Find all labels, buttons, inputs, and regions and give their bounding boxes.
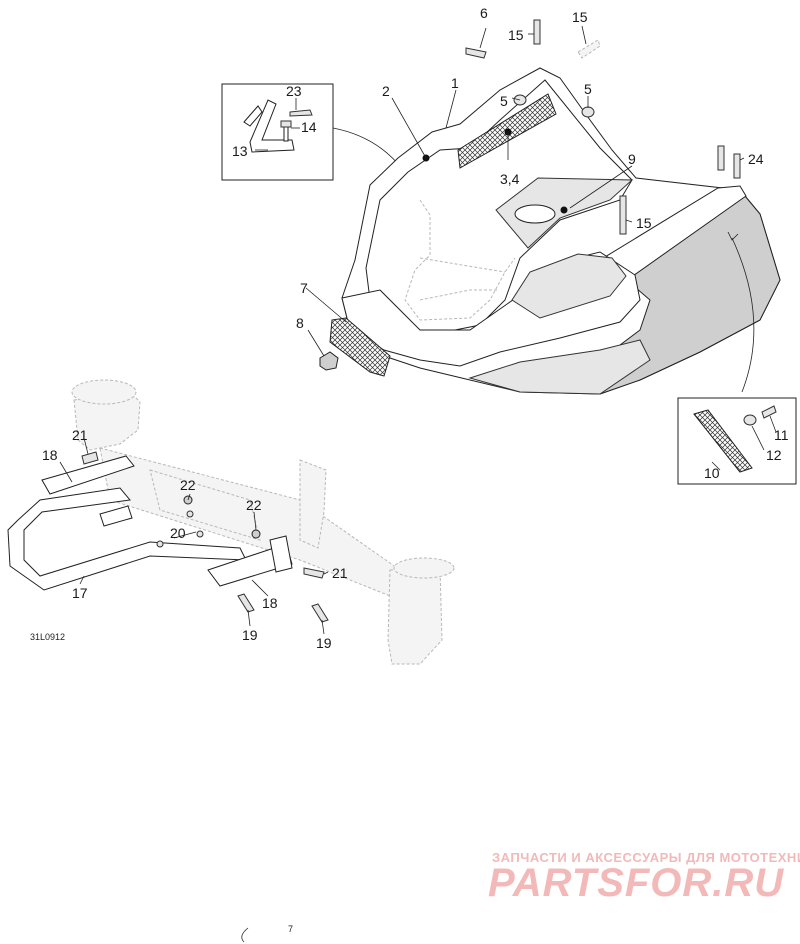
callout-21-right: 21 [332,565,348,581]
rivet-15-top [533,19,541,45]
callout-18-left: 18 [42,447,58,463]
drawing-code: 31L0912 [30,632,65,642]
bracket-18-left [41,455,135,495]
leader-hood-to-detail-right [731,237,755,393]
bracket-18-right [207,543,293,587]
bolt-14-head [280,120,292,128]
mesh-panel-10-frame [693,413,741,473]
callout-2: 2 [382,83,390,99]
callout-12: 12 [766,447,782,463]
detail-box-bracket [221,83,334,181]
frame-ghost-bracket [299,459,327,549]
rivet-15-topright [577,39,601,59]
marker-dot-9 [560,206,568,214]
callout-23: 23 [286,83,302,99]
callout-22-right: 22 [246,497,262,513]
bolt-11 [761,405,777,419]
callout-5-left: 5 [500,93,508,109]
bolt-21-right [303,567,325,579]
bracket-part-13 [249,99,295,153]
callout-9: 9 [628,151,636,167]
bumper-17 [7,487,247,591]
callout-6: 6 [480,5,488,21]
callout-15-topright: 15 [572,9,588,25]
callout-1: 1 [451,75,459,91]
bracket-part-13-tab [243,105,263,127]
nut-20-b [196,530,204,538]
callout-15-top: 15 [508,27,524,43]
hood-drain-hole [514,204,556,224]
hood-lower-lip [468,339,651,395]
callout-21-left: 21 [72,427,88,443]
footer-mark: 7 [288,924,293,934]
frame-ghost-right-tube [387,567,443,665]
callout-7: 7 [300,280,308,296]
vent-mesh-7 [329,317,391,377]
callout-19-right: 19 [316,635,332,651]
callout-13: 13 [232,143,248,159]
callout-5-right: 5 [584,81,592,97]
bolt-19-right [311,603,329,623]
nut-20-a [156,540,164,548]
callout-24: 24 [748,151,764,167]
bolt-24-b [733,153,741,179]
bolt-19-left [237,593,255,613]
callout-19-left: 19 [242,627,258,643]
watermark-logo: PARTSFOR.RU [488,861,784,905]
nut-22-right [251,529,261,539]
callout-15-right: 15 [636,215,652,231]
watermark-tagline: ЗАПЧАСТИ И АКСЕССУАРЫ ДЛЯ МОТОТЕХНИКИ [492,850,800,865]
rivet-15-right [619,195,627,235]
bolt-24-a [717,145,725,171]
callout-8: 8 [296,315,304,331]
callout-22-left: 22 [180,477,196,493]
bumper-17-stub [99,505,133,527]
bolt-21-left [81,451,99,465]
callout-3-4: 3,4 [500,171,520,187]
footer-stroke [241,927,249,943]
callout-20: 20 [170,525,186,541]
rivet-23 [289,109,313,117]
hood-handle [511,253,627,319]
callout-17: 17 [72,585,88,601]
callout-10: 10 [704,465,720,481]
callout-14: 14 [301,119,317,135]
nut-8 [319,351,339,371]
washer-12 [743,414,757,426]
washer-5-right [581,106,595,118]
frame-ghost-left-tube [73,391,141,451]
rivet-6 [465,47,487,59]
callout-11: 11 [774,427,789,443]
callout-18-right: 18 [262,595,278,611]
